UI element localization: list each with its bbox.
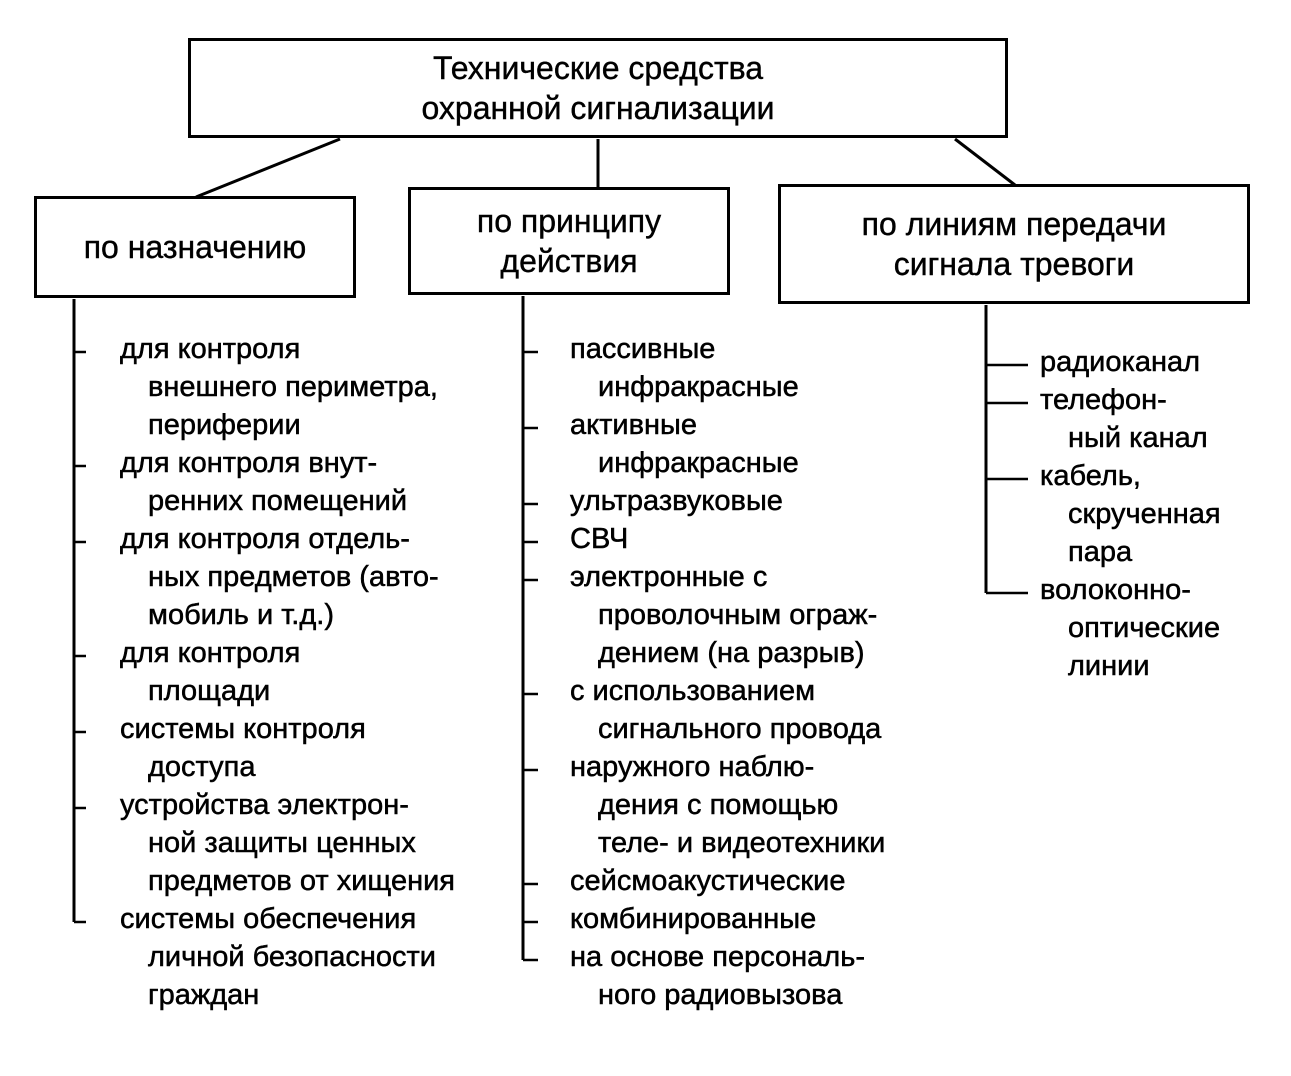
purpose-item-text: системы обеспечения [120, 903, 417, 936]
transmission-list-item: радиоканал [1040, 343, 1201, 381]
principle-list-item: СВЧ [570, 520, 629, 558]
purpose-item-text: ных предметов (авто- [148, 561, 439, 594]
purpose-item-text: для контроля отдель- [120, 523, 410, 556]
transmission-item-text: телефон- [1040, 384, 1167, 417]
purpose-item-text: личной безопасности [148, 941, 436, 974]
transmission-list-item: телефон-ный канал [1040, 381, 1208, 457]
principle-item-text: сигнального провода [598, 713, 882, 746]
purpose-item-text: мобиль и т.д.) [148, 599, 334, 632]
principle-list-item: с использованием сигнального провода [570, 672, 882, 748]
principle-item-text: теле- и видеотехники [598, 827, 886, 860]
purpose-list-item: системы контроля доступа [120, 710, 366, 786]
category-transmission-line-1: по линиям передачи [861, 206, 1167, 242]
principle-item-text: с использованием [570, 675, 816, 708]
purpose-list-item: для контроля площади [120, 634, 301, 710]
principle-list-item: ультразвуковые [570, 482, 783, 520]
purpose-list-item: для контроля внешнего периметра, периферии [120, 330, 438, 444]
principle-item-text: на основе персональ- [570, 941, 865, 974]
principle-item-text: активные [570, 409, 698, 442]
principle-list-item: на основе персональ-ного радиовызова [570, 938, 865, 1014]
purpose-item-text: для контроля [120, 333, 301, 366]
purpose-item-text: ной защиты ценных [148, 827, 416, 860]
principle-item-text: наружного наблю- [570, 751, 815, 784]
principle-item-text: ультразвуковые [570, 485, 783, 518]
purpose-item-text: системы контроля [120, 713, 366, 746]
purpose-list-item: для контроля отдель-ных предметов (авто-… [120, 520, 439, 634]
principle-list-item: пассивные инфракрасные [570, 330, 799, 406]
principle-list-item: электронные с проволочным ограж-дением (н… [570, 558, 878, 672]
transmission-item-text: скрученная [1068, 498, 1221, 531]
connector-root-to-purpose [195, 137, 341, 199]
principle-item-text: дением (на разрыв) [598, 637, 865, 670]
category-transmission-line-2: сигнала тревоги [893, 246, 1135, 282]
principle-list-item: наружного наблю-дения с помощью теле- и в… [570, 748, 886, 862]
purpose-item-text: периферии [148, 409, 301, 442]
principle-item-text: ного радиовызова [598, 979, 843, 1012]
transmission-list-item: волоконно-оптические линии [1040, 571, 1221, 685]
root-line-2: охранной сигнализации [421, 90, 775, 126]
principle-list-item: комбинированные [570, 900, 817, 938]
category-box-principle: по принципу действия [408, 187, 730, 295]
transmission-item-text: радиоканал [1040, 346, 1201, 379]
category-principle-line-1: по принципу [476, 203, 662, 239]
principle-item-text: СВЧ [570, 523, 629, 556]
transmission-list-item: кабель, скрученная пара [1040, 457, 1221, 571]
principle-item-text: электронные с [570, 561, 768, 594]
transmission-item-text: линии [1068, 650, 1150, 683]
principle-list-item: сейсмоакустические [570, 862, 846, 900]
principle-item-text: проволочным ограж- [598, 599, 878, 632]
transmission-item-text: волоконно- [1040, 574, 1191, 607]
principle-item-text: инфракрасные [598, 447, 799, 480]
principle-item-text: инфракрасные [598, 371, 799, 404]
principle-list-item: активные инфракрасные [570, 406, 799, 482]
purpose-list-item: устройства электрон-ной защиты ценных пре… [120, 786, 456, 900]
root-line-1: Технические средства [432, 50, 764, 86]
category-box-transmission: по линиям передачи сигнала тревоги [778, 184, 1250, 304]
principle-item-text: комбинированные [570, 903, 817, 936]
root-box: Технические средства охранной сигнализац… [188, 38, 1008, 138]
category-box-purpose: по назначению [34, 196, 356, 298]
principle-item-text: дения с помощью [598, 789, 839, 822]
principle-item-text: сейсмоакустические [570, 865, 846, 898]
purpose-list-item: для контроля внут-ренних помещений [120, 444, 408, 520]
transmission-item-text: пара [1068, 536, 1133, 569]
purpose-list-item: системы обеспечения личной безопасности гр… [120, 900, 436, 1014]
connector-root-to-transmission [954, 137, 1016, 187]
category-purpose-line-1: по назначению [83, 229, 307, 265]
purpose-item-text: ренних помещений [148, 485, 408, 518]
transmission-item-text: кабель, [1040, 460, 1141, 493]
principle-item-text: пассивные [570, 333, 716, 366]
purpose-item-text: устройства электрон- [120, 789, 409, 822]
purpose-item-text: предметов от хищения [148, 865, 456, 898]
purpose-item-text: для контроля [120, 637, 301, 670]
category-principle-line-2: действия [500, 243, 638, 279]
purpose-item-text: внешнего периметра, [148, 371, 438, 404]
purpose-item-text: доступа [148, 751, 256, 784]
transmission-item-text: ный канал [1068, 422, 1208, 455]
purpose-item-text: площади [148, 675, 271, 708]
purpose-item-text: для контроля внут- [120, 447, 378, 480]
purpose-item-text: граждан [148, 979, 260, 1012]
transmission-item-text: оптические [1068, 612, 1221, 645]
